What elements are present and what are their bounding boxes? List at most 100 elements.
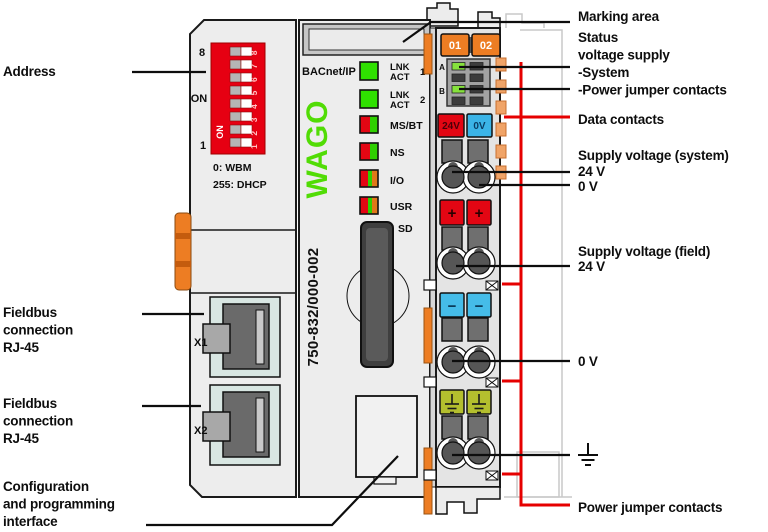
port-x2-label: X2 — [194, 425, 207, 437]
led-lnk-act-2 — [359, 89, 379, 109]
release-latch — [174, 212, 192, 291]
tag-02-text: 02 — [480, 40, 492, 52]
bowtie-marker — [485, 470, 499, 481]
led-label-lnk1-n: 1 — [420, 67, 426, 78]
tag-earth-1 — [439, 389, 465, 415]
led-usr — [359, 196, 379, 215]
led-label-lnk2-b: ACT — [390, 100, 410, 111]
power-jumper-label: Power jumper contacts — [578, 500, 722, 515]
tag-01-text: 01 — [449, 40, 461, 52]
row-b-label: B — [439, 87, 445, 96]
ghost-next-module-outline — [504, 13, 572, 498]
led-label-lnk1-b: ACT — [390, 72, 410, 83]
marking-area-label: Marking area — [578, 9, 660, 24]
svg-text:RJ-45: RJ-45 — [3, 431, 39, 446]
tag-01 — [440, 33, 470, 57]
led-ns — [359, 142, 379, 161]
svg-text:connection: connection — [3, 414, 73, 429]
dip-rotated-on: ON — [215, 125, 225, 139]
fieldbus-x2-label: Fieldbus connection RJ-45 — [3, 396, 73, 446]
svg-text:interface: interface — [3, 514, 58, 529]
sd-card-slot[interactable] — [346, 221, 410, 368]
wire-entry-squares — [441, 139, 489, 440]
supply-field-24v-label: 24 V — [578, 259, 605, 274]
svg-text:Configuration: Configuration — [3, 479, 89, 494]
svg-text:connection: connection — [3, 323, 73, 338]
tag-plus-1 — [439, 199, 465, 226]
svg-text:Fieldbus: Fieldbus — [3, 396, 57, 411]
earth-symbol — [445, 394, 459, 414]
dip-label-on: ON — [191, 93, 208, 105]
config-interface-cover[interactable] — [355, 395, 418, 485]
svg-text:Status: Status — [578, 30, 618, 45]
tag-earth-2 — [466, 389, 492, 415]
tag-plus-1-text: + — [448, 205, 457, 222]
dip-note-dhcp: 255: DHCP — [213, 179, 267, 191]
wago-logo: WAGO — [301, 100, 334, 199]
terminal-block-foot — [435, 486, 501, 515]
tag-plus-2-text: + — [475, 205, 484, 222]
dip-label-1: 1 — [200, 140, 206, 152]
tag-24v-text: 24V — [442, 121, 460, 132]
clamp-row-earth[interactable] — [436, 436, 496, 470]
marking-area-line — [402, 20, 570, 43]
mounting-clips — [426, 2, 501, 29]
tag-minus-2-text: − — [475, 298, 484, 315]
tag-0v — [466, 113, 493, 138]
sd-label: SD — [398, 223, 413, 235]
tag-minus-2 — [466, 292, 492, 318]
led-label-lnk2-n: 2 — [420, 95, 425, 106]
earth-symbol — [472, 394, 486, 414]
dip-switch-levers[interactable] — [229, 46, 253, 148]
dip-rotated-numbers: 1 2 3 4 5 6 7 8 — [249, 49, 259, 149]
marking-area-field — [302, 23, 431, 56]
led-label-ns: NS — [390, 147, 405, 159]
port-x1-label: X1 — [194, 337, 207, 349]
address-label: Address — [3, 64, 56, 79]
supply-system-0v-label: 0 V — [578, 179, 598, 194]
svg-text:-Power jumper contacts: -Power jumper contacts — [578, 83, 727, 98]
svg-text:and programming: and programming — [3, 497, 115, 512]
jumper-contact-markers — [485, 280, 499, 481]
supply-field-label: Supply voltage (field) — [578, 244, 710, 259]
tag-24v — [437, 113, 465, 138]
config-interface-label: Configuration and programming interface — [3, 479, 115, 529]
bowtie-marker — [485, 377, 499, 388]
tag-minus-1-text: − — [448, 298, 457, 315]
rj45-port-x2[interactable] — [202, 384, 281, 466]
led-lnk-act-1 — [359, 61, 379, 81]
earth-symbol-label — [578, 443, 598, 466]
tag-0v-text: 0V — [473, 121, 486, 132]
status-leds: LNK ACT 1 LNK ACT 2 MS/BT NS I/O USR — [359, 61, 426, 215]
model-number: 750-832/000-002 — [305, 248, 322, 367]
led-label-io: I/O — [390, 175, 404, 187]
svg-text:Fieldbus: Fieldbus — [3, 305, 57, 320]
power-jumper-knives — [423, 33, 433, 515]
config-line — [146, 455, 399, 527]
led-label-lnk2-a: LNK — [390, 90, 410, 101]
tag-plus-2 — [466, 199, 492, 226]
tag-02 — [471, 33, 501, 57]
row-a-label: A — [439, 63, 445, 72]
separator-tabs — [423, 279, 437, 481]
svg-text:-System: -System — [578, 65, 629, 80]
led-label-msbt: MS/BT — [390, 120, 423, 132]
supply-system-label: Supply voltage (system) — [578, 148, 729, 163]
tag-minus-1 — [439, 292, 465, 318]
rj45-port-x1[interactable] — [202, 296, 281, 378]
dip-note-wbm: 0: WBM — [213, 162, 252, 174]
bowtie-marker — [485, 280, 499, 291]
clamp-row-field[interactable] — [436, 246, 496, 280]
callout-lines — [132, 20, 570, 527]
data-contacts-label: Data contacts — [578, 112, 664, 127]
dip-label-8: 8 — [199, 47, 205, 59]
field-0v-label: 0 V — [578, 354, 598, 369]
svg-text:voltage supply: voltage supply — [578, 48, 670, 63]
clamp-openings[interactable] — [436, 160, 496, 470]
red-callout-bracket — [502, 62, 570, 507]
dip-switch-block: 1 2 3 4 5 6 7 8 ON 8 ON 1 0: WBM 255: DH… — [191, 42, 267, 191]
led-label-lnk1-a: LNK — [390, 62, 410, 73]
led-msbt — [359, 115, 379, 134]
